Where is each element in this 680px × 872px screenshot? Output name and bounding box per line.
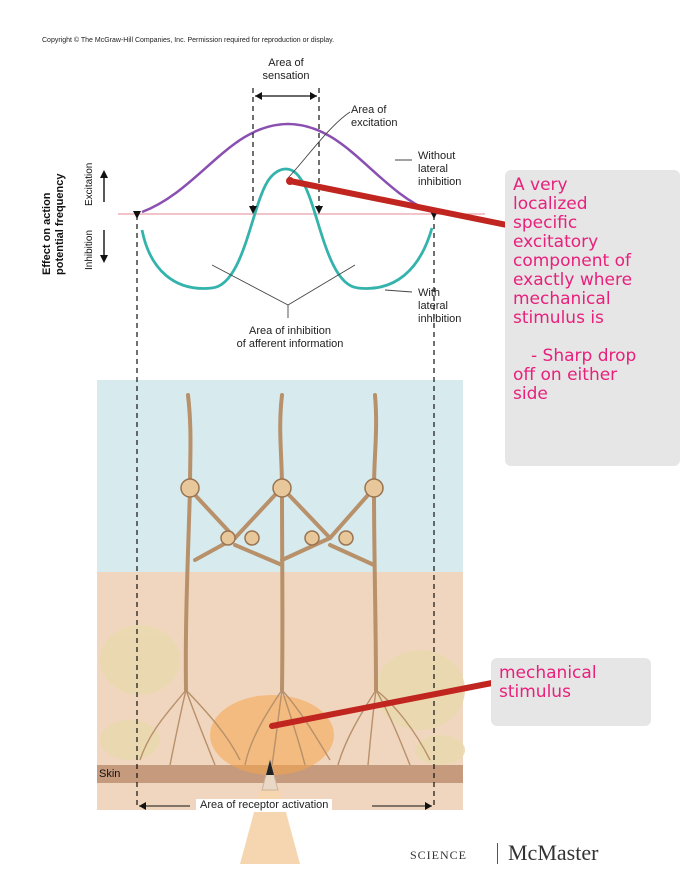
neuron-somas [180, 478, 384, 546]
area-of-excitation-label: Area of excitation [351, 104, 398, 130]
callout-localized-excitation: A very localized specific excitatory com… [505, 170, 680, 466]
excitation-axis-label: Excitation [84, 162, 95, 206]
skin-label: Skin [99, 768, 121, 780]
footer-divider [497, 843, 498, 864]
leader-lines [211, 111, 413, 318]
callout-mechanical-stimulus: mechanical stimulus [491, 658, 651, 726]
area-of-inhibition-label: Area of inhibition of afferent informati… [236, 325, 344, 351]
footer-mcmaster-logo: McMaster [508, 840, 599, 865]
footer-science: SCIENCE [410, 848, 468, 862]
neuron-fibers [183, 393, 379, 692]
excitation-peak-marker [286, 177, 294, 185]
curve-with-lateral-inhibition [140, 167, 434, 290]
area-of-sensation-label: Area of sensation [262, 57, 310, 83]
with-lateral-inhibition-label: With lateral inhibition [418, 287, 462, 326]
receptor-endings [139, 689, 431, 766]
copyright-notice: Copyright © The McGraw-Hill Companies, I… [42, 37, 335, 44]
y-axis-title: Effect on action potential frequency [41, 173, 66, 275]
without-lateral-inhibition-label: Without lateral inhibition [418, 150, 462, 189]
dashed-arrowheads [133, 206, 438, 219]
area-of-receptor-activation-label: Area of receptor activation [196, 799, 333, 813]
curve-without-lateral-inhibition [141, 122, 433, 214]
inhibition-axis-label: Inhibition [84, 229, 95, 270]
callout-pointers [269, 178, 515, 729]
dashed-guides [136, 88, 435, 808]
tissue-texture [100, 625, 465, 765]
